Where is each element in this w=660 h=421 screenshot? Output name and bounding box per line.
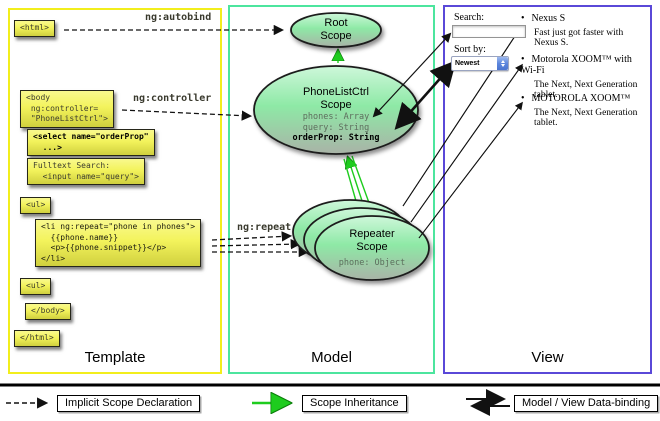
scope-prop-orderprop: orderProp: String (292, 133, 380, 144)
data-binding-arrows (372, 28, 523, 239)
search-label: Search: (454, 12, 484, 23)
legend-scope-inheritance-box: Scope Inheritance (302, 395, 407, 412)
code-box-ul-close: <ul> (20, 278, 52, 295)
repeater-scope-ellipse-front (314, 215, 430, 281)
search-input[interactable] (452, 25, 526, 38)
phone-snippet: The Next, Next Generation tablet. (534, 80, 638, 100)
code-box-li-repeat: <li ng:repeat="phone in phones"> {{phone… (35, 219, 202, 268)
double-arrow-icon (466, 389, 510, 416)
code-box-ul-open: <ul> (20, 197, 52, 214)
code-box-html-open: <html> (14, 20, 55, 37)
scope-prop-phones: phones: Array (302, 112, 370, 122)
legend-data-binding-box: Model / View Data-binding (514, 395, 659, 412)
code-box-body-open: <body ng:controller= "PhoneListCtrl"> (20, 90, 114, 128)
legend-implicit-scope-box: Implicit Scope Declaration (57, 395, 201, 412)
repeater-scope-title: Repeater Scope (349, 228, 395, 253)
scope-ellipses (253, 12, 430, 281)
code-box-body-close: </body> (25, 303, 71, 320)
root-scope-label: Root Scope (320, 17, 352, 42)
view-column-label: View (531, 349, 564, 366)
ng-repeat-label: ng:repeat (237, 222, 292, 233)
bullet-icon: • (521, 13, 525, 24)
sort-label: Sort by: (454, 44, 486, 55)
scope-prop-query: query: String (302, 122, 370, 133)
list-item: • MOTOROLA XOOM™ The Next, Next Generatio… (521, 93, 646, 128)
ng-controller-label: ng:controller (133, 93, 212, 104)
ng-autobind-label: ng:autobind (145, 12, 212, 23)
implicit-scope-arrows (64, 24, 310, 258)
model-column-label: Model (311, 349, 352, 366)
repeater-scope-prop: phone: Object (338, 258, 406, 268)
phone-name: MOTOROLA XOOM™ (531, 93, 631, 104)
phonelist-scope-title: PhoneListCtrl Scope (302, 86, 370, 111)
code-box-html-close: </html> (14, 330, 60, 347)
phone-name: Motorola XOOM™ with Wi-Fi (521, 54, 632, 76)
sort-stepper-icon[interactable] (497, 57, 508, 70)
list-item: •Motorola XOOM™ with Wi-Fi The Next, Nex… (521, 54, 646, 100)
bullet-icon: • (521, 93, 525, 104)
code-box-fulltext-search: Fulltext Search: <input name="query"> (27, 158, 145, 186)
phone-name: Nexus S (531, 13, 566, 24)
template-column-label: Template (84, 349, 146, 366)
list-item: • Nexus S Fast just got faster with Nexus… (521, 13, 646, 48)
phonelist-scope-props: phones: Array query: String orderProp: S… (254, 112, 418, 144)
phone-snippet: The Next, Next Generation tablet. (534, 108, 638, 128)
root-scope-ellipse (290, 12, 382, 48)
sort-select-value: Newest (455, 60, 480, 67)
phone-snippet: Fast just got faster with Nexus S. (534, 28, 624, 48)
sort-select[interactable]: Newest (451, 56, 509, 71)
code-box-select: <select name="orderProp" ...> (27, 129, 155, 157)
bullet-icon: • (521, 54, 525, 65)
